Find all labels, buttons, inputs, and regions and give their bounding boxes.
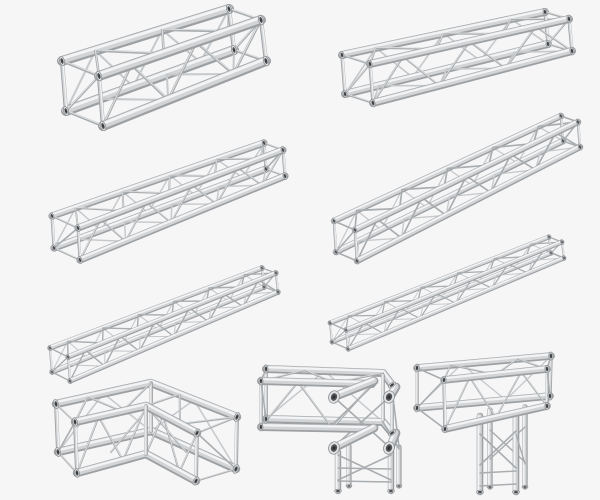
straight-truss-3: [48, 139, 289, 264]
corner-truss-3way: [257, 364, 403, 495]
straight-truss-1: [57, 4, 271, 132]
straight-truss-2: [338, 7, 576, 108]
tee-truss-3way: [413, 351, 555, 496]
straight-truss-5: [47, 265, 281, 384]
corner-truss-2way: [51, 378, 242, 486]
straight-truss-4: [330, 112, 584, 265]
straight-truss-6: [327, 234, 567, 352]
